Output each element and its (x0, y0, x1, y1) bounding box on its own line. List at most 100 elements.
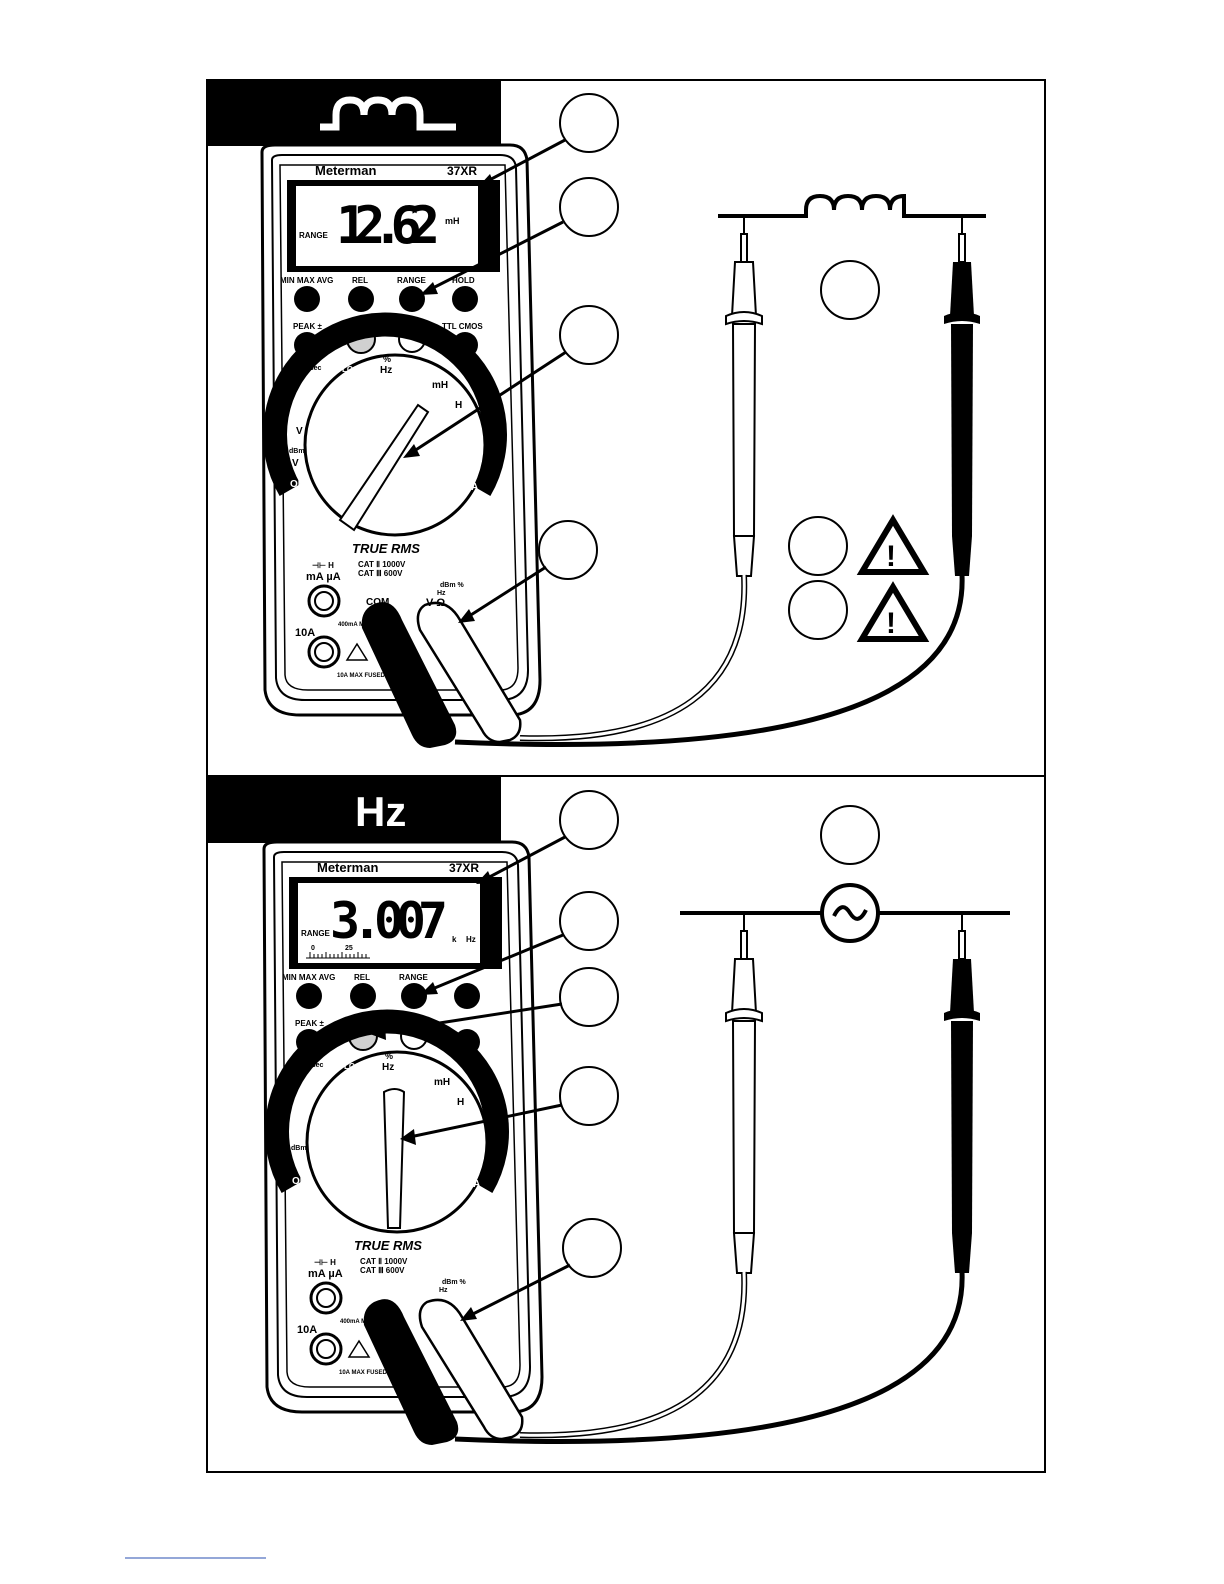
dial-off: OFF (292, 1176, 312, 1187)
dial-v-dc: V (296, 426, 303, 437)
dial-ma: mA (468, 1151, 484, 1162)
probe-red-white (725, 215, 763, 577)
btn-label-ttl: TTL CMOS (442, 322, 483, 331)
panel-2-title: Hz (355, 788, 406, 835)
panel-1: Meterman 37XR RANGE 12.62 mH MIN MAX AVG… (207, 80, 986, 748)
jack-ma-ua: mA µA (308, 1268, 343, 1280)
lead-white-outline (519, 574, 748, 742)
callout-3 (559, 305, 619, 365)
callout-component (820, 260, 880, 320)
jack-top-label: ⊣⊢ H (314, 1257, 336, 1267)
meter-model: 37XR (449, 861, 479, 875)
cat-line1: CAT Ⅱ 1000V (358, 560, 406, 569)
btn-label-minmax: MIN MAX AVG (280, 276, 333, 285)
lcd-unit-k: k (452, 935, 457, 944)
dial-ua: µA (466, 424, 479, 435)
true-rms: TRUE RMS (352, 541, 420, 556)
dial-mh: mH (432, 380, 448, 391)
cal-note: cal>2sec (294, 1062, 323, 1069)
panel-1-title-bar (207, 80, 501, 146)
warning-triangle-icon (856, 581, 930, 642)
jack-v-hz: Hz (439, 1287, 448, 1294)
dial-percent: % (383, 354, 391, 364)
jack-v-top: dBm % (440, 582, 465, 589)
meter-model: 37XR (447, 164, 477, 178)
bargraph-25: 25 (345, 945, 353, 952)
callout-4-arrow (462, 565, 547, 622)
callout-1 (559, 93, 619, 153)
panel-2: Hz Meterman 37XR RANGE 3.007 k Hz 0 25 M… (207, 777, 1010, 1445)
cat-line2: CAT Ⅲ 600V (360, 1266, 405, 1275)
warning-mark: ! (886, 540, 896, 573)
dial-knob-pointer (382, 1088, 406, 1229)
dial-hz: Hz (380, 365, 392, 376)
callout-2-arrow (424, 220, 564, 294)
btn-label-peak: PEAK ± (293, 322, 322, 331)
probe-black (943, 215, 981, 577)
fuse-400: 400mA MAX FUSED (338, 622, 395, 628)
fuse-10a: 10A MAX FUSED (339, 1370, 387, 1376)
dial-dbm: dBm (291, 1145, 307, 1152)
meter-brand: Meterman (317, 860, 378, 875)
dial-logic: LOGIC (344, 1062, 370, 1071)
jack-top-label: ⊣⊢ H (312, 560, 334, 570)
dial-h: H (457, 1097, 464, 1108)
inductor-icon (320, 96, 456, 131)
dial-ma: mA (466, 454, 482, 465)
btn-label-range: RANGE (397, 276, 427, 285)
jack-v-top: dBm % (442, 1279, 467, 1286)
callout-warning-2 (788, 580, 848, 640)
probe-red-white (725, 912, 763, 1274)
bargraph-0: 0 (311, 945, 315, 952)
jack-10a: 10A (297, 1324, 317, 1336)
inductor-symbol (718, 193, 986, 218)
lcd-unit: mH (445, 216, 460, 226)
btn-label-rel: REL (352, 276, 368, 285)
lcd-range: RANGE (301, 929, 331, 938)
btn-label-hold: HOLD (452, 276, 475, 285)
lcd-value: 12.62 (336, 196, 440, 256)
callout-4 (559, 1066, 619, 1126)
callout-5 (562, 1218, 622, 1278)
dial-logic: LOGIC (342, 365, 368, 374)
callout-warning-1 (788, 516, 848, 576)
probe-black (943, 912, 981, 1274)
dial-off: OFF (290, 479, 310, 490)
dial-mh: mH (434, 1077, 450, 1088)
lcd-range: RANGE (299, 231, 329, 240)
dial-knob-pointer (338, 403, 430, 532)
callout-4 (538, 520, 598, 580)
callout-2 (559, 177, 619, 237)
bargraph (306, 952, 370, 959)
dial-dbm: dBm (289, 448, 305, 455)
fuse-10a: 10A MAX FUSED (337, 673, 385, 679)
btn-label-range: RANGE (399, 973, 429, 982)
callout-1-arrow (479, 138, 566, 187)
btn-label-minmax: MIN MAX AVG (282, 973, 335, 982)
cat-line2: CAT Ⅲ 600V (358, 569, 403, 578)
panel-2-title-bar (207, 777, 501, 843)
callout-3-arrow (407, 350, 567, 457)
warning-triangle-icon (856, 514, 930, 575)
dial-10a: 10A (462, 1179, 480, 1190)
dial-hz: Hz (382, 1062, 394, 1073)
cal-note: cal>2sec (292, 365, 321, 372)
jack-10a: 10A (295, 627, 315, 639)
lcd-unit: Hz (466, 935, 476, 944)
fuse-400: 400mA MAX FUSED (340, 1319, 397, 1325)
dial-percent: % (385, 1051, 393, 1061)
callout-component (820, 805, 880, 865)
callout-3 (559, 967, 619, 1027)
jack-com: COM (366, 597, 389, 608)
btn-label-rel: REL (354, 973, 370, 982)
dial-h: H (455, 400, 462, 411)
jack-v: V Ω (426, 597, 445, 609)
callout-2 (559, 891, 619, 951)
true-rms: TRUE RMS (354, 1238, 422, 1253)
lcd-value: 3.007 (330, 892, 448, 950)
cat-line1: CAT Ⅱ 1000V (360, 1257, 408, 1266)
dial-10a: 10A (460, 482, 478, 493)
btn-label-peak: PEAK ± (295, 1019, 324, 1028)
dial-v-ac: V (292, 458, 299, 469)
